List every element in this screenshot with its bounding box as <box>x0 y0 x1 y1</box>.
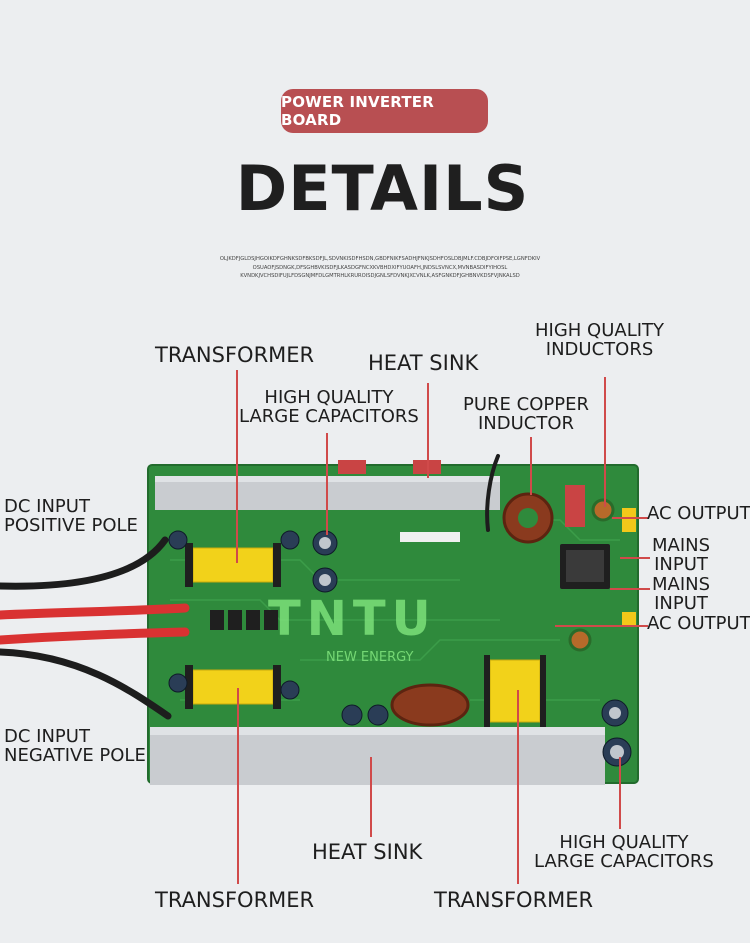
filler-text-line-1: OLJKDFJGLDSJHGOIKDFGHNKSDFBKSDFJL,SDVNKI… <box>219 256 541 262</box>
leader-heat-sink-bottom <box>370 757 372 837</box>
leader-mains-input-2 <box>610 588 650 590</box>
leader-caps-bottom <box>619 757 621 829</box>
leader-transformer-bottom-left <box>237 688 239 884</box>
label-ac-output-2: AC OUTPUT <box>647 613 750 634</box>
brand-logo-tagline: NEW ENERGY <box>326 650 414 665</box>
label-dc-input-positive: DC INPUT POSITIVE POLE <box>4 496 138 536</box>
leader-transformer-top <box>236 370 238 563</box>
label-mains-input-1: MAINS INPUT <box>652 535 711 575</box>
label-heat-sink-bottom: HEAT SINK <box>312 840 423 864</box>
leader-copper-inductor <box>530 437 532 495</box>
label-ac-output-1: AC OUTPUT <box>647 503 750 524</box>
transformer-left-top <box>192 547 274 583</box>
leader-transformer-bottom-right <box>517 690 519 884</box>
label-transformer-bottom-right: TRANSFORMER <box>434 888 594 912</box>
leader-mains-input-1 <box>620 557 650 559</box>
label-pure-copper-inductor: PURE COPPER INDUCTOR <box>463 394 589 434</box>
filler-text-line-2: OSUAOFJSDNGK,DFSGHBVKISDFJLKASDGFNCXKVBH… <box>252 265 508 271</box>
label-dc-input-negative: DC INPUT NEGATIVE POLE <box>4 726 146 766</box>
brand-logo-text: TNTU <box>268 591 437 647</box>
transformer-left-bottom <box>192 669 274 705</box>
dc-negative-wire <box>0 536 169 590</box>
hq-inductor-1 <box>591 498 615 522</box>
category-badge: POWER INVERTER BOARD <box>281 89 488 133</box>
leader-hq-inductors <box>604 377 606 507</box>
label-mains-input-2: MAINS INPUT <box>652 574 711 614</box>
hq-inductor-2 <box>568 628 592 652</box>
label-hq-large-caps-top: HIGH QUALITY LARGE CAPACITORS <box>239 387 419 427</box>
transformer-right <box>489 659 541 723</box>
label-transformer-top: TRANSFORMER <box>155 343 315 367</box>
label-hq-large-caps-bottom: HIGH QUALITY LARGE CAPACITORS <box>534 832 714 872</box>
label-transformer-bottom-left: TRANSFORMER <box>155 888 315 912</box>
heat-sink-bottom <box>150 727 605 785</box>
leader-ac-output-2 <box>555 625 648 627</box>
label-heat-sink-top: HEAT SINK <box>368 351 479 375</box>
page-title: DETAILS <box>235 152 530 225</box>
label-hq-inductors: HIGH QUALITY INDUCTORS <box>535 320 665 360</box>
filler-text-line-3: KVNDKJVCHSDIFUJLFDSGNJMFDLGMTRHLKRUROISD… <box>240 273 520 279</box>
dc-positive-wire <box>0 603 190 620</box>
leader-ac-output-1 <box>612 517 648 519</box>
leader-heat-sink-top <box>427 383 429 478</box>
leader-caps-top <box>326 433 328 535</box>
